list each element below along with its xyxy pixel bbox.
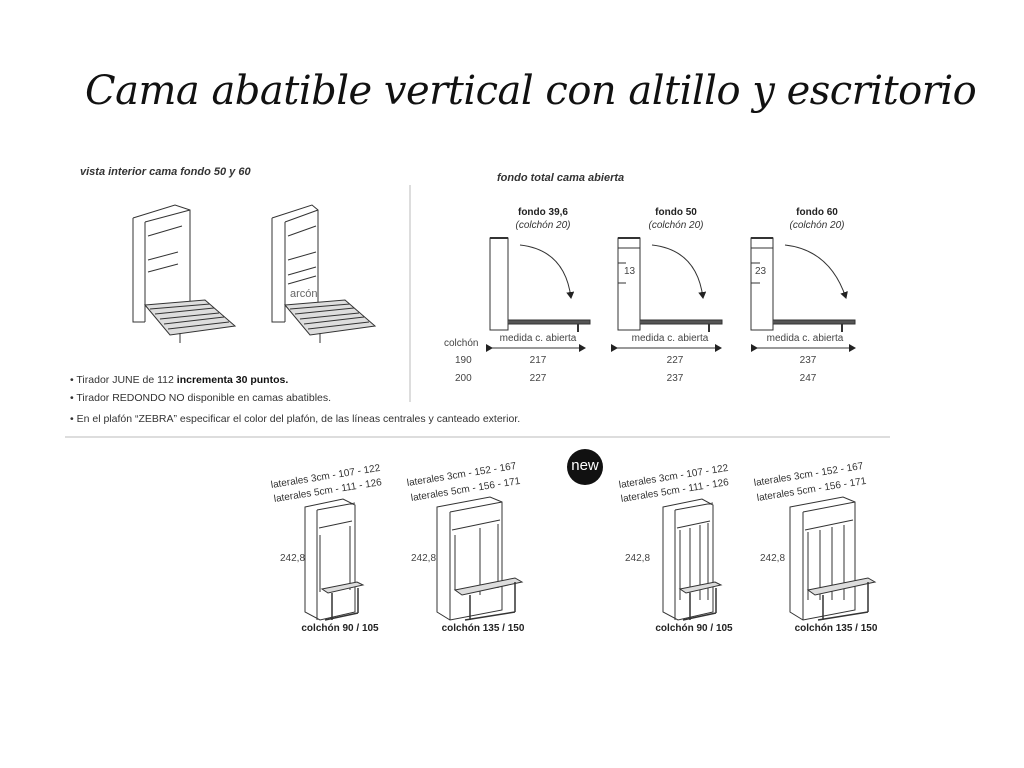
unit-caption: colchón 135 / 150 [441, 623, 525, 634]
panel-subtitle: (colchón 20) [515, 220, 571, 231]
unit-caption: colchón 90 / 105 [301, 623, 379, 634]
note-text: Tirador REDONDO NO disponible en camas a… [76, 392, 332, 404]
unit-drawing-2 [436, 496, 524, 621]
measure-value: 237 [666, 373, 684, 384]
height-label: 242,8 [760, 553, 786, 564]
unit-drawing-1 [304, 498, 365, 621]
arcon-label: arcón [290, 288, 318, 300]
inner-depth: 13 [624, 266, 636, 277]
panel-title: fondo 50 [655, 207, 697, 218]
measure-value: 217 [529, 355, 547, 366]
measure-value: 227 [529, 373, 547, 384]
measure-value: 247 [799, 373, 817, 384]
unit-drawing-3 [662, 498, 723, 621]
height-label: 242,8 [280, 553, 306, 564]
slide-title: Cama abatible vertical con altillo y esc… [85, 68, 977, 114]
panel-title: fondo 60 [796, 207, 838, 218]
interior-bed-drawing-1 [132, 204, 237, 343]
measure-label: medida c. abierta [766, 333, 844, 344]
profile-fondo-39-6 [486, 237, 591, 352]
measure-label: medida c. abierta [499, 333, 577, 344]
colchon-size: 190 [455, 355, 472, 366]
note-text: Tirador JUNE de 112 [76, 374, 177, 386]
height-label: 242,8 [411, 553, 437, 564]
note-2: • Tirador REDONDO NO disponible en camas… [70, 392, 332, 404]
open-bed-depth-heading: fondo total cama abierta [497, 172, 625, 184]
colchon-size: 200 [455, 373, 472, 384]
profile-fondo-60 [750, 237, 856, 352]
unit-drawing-4 [789, 496, 877, 621]
note-1: • Tirador JUNE de 112 incrementa 30 punt… [70, 374, 289, 386]
height-label: 242,8 [625, 553, 651, 564]
note-text: En el plafón “ZEBRA” especificar el colo… [76, 413, 521, 425]
interior-bed-drawing-2 [271, 204, 377, 343]
profile-fondo-50 [611, 237, 723, 352]
panel-title: fondo 39,6 [517, 207, 569, 218]
measure-value: 237 [799, 355, 817, 366]
new-badge: new [567, 449, 603, 485]
colchon-label: colchón [444, 338, 479, 349]
panel-subtitle: (colchón 20) [789, 220, 845, 231]
unit-caption: colchón 90 / 105 [655, 623, 733, 634]
inner-depth: 23 [755, 266, 767, 277]
unit-caption: colchón 135 / 150 [794, 623, 878, 634]
panel-subtitle: (colchón 20) [648, 220, 704, 231]
measure-value: 227 [666, 355, 684, 366]
note-3: • En el plafón “ZEBRA” especificar el co… [70, 413, 521, 425]
measure-label: medida c. abierta [631, 333, 709, 344]
note-bold: incrementa 30 puntos. [176, 374, 289, 386]
interior-view-heading: vista interior cama fondo 50 y 60 [80, 166, 251, 178]
